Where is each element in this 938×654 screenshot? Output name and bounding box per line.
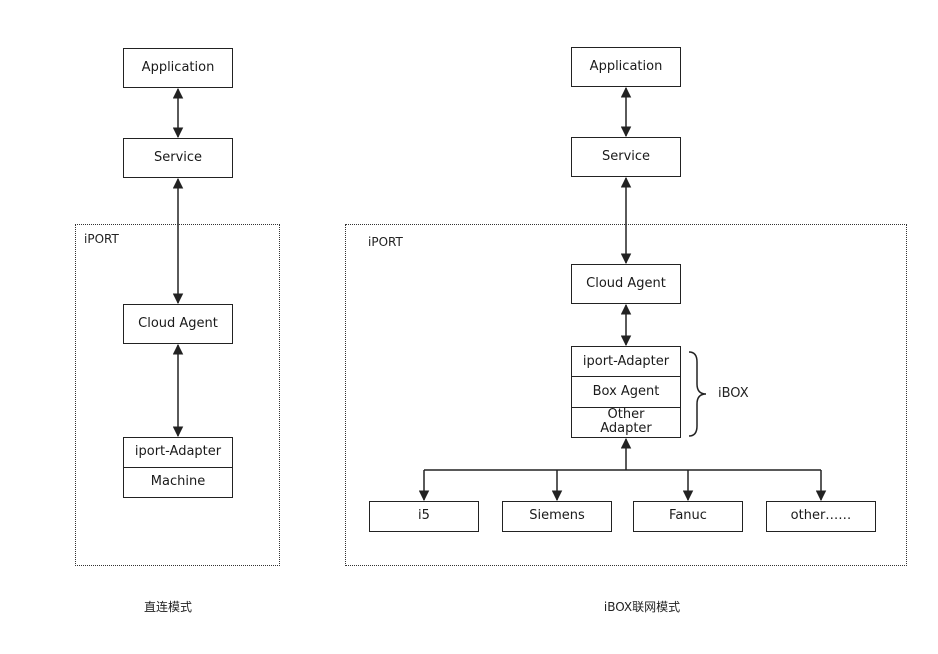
- right-cloud-agent-box: Cloud Agent: [571, 264, 681, 304]
- device-other-box: other……: [766, 501, 876, 532]
- ibox-box-agent-cell: Box Agent: [572, 377, 680, 408]
- left-iport-group: [75, 224, 280, 566]
- right-iport-label: iPORT: [368, 235, 403, 249]
- left-cloud-agent-box: Cloud Agent: [123, 304, 233, 344]
- left-application-box: Application: [123, 48, 233, 88]
- left-service-box: Service: [123, 138, 233, 178]
- device-fanuc-box: Fanuc: [633, 501, 743, 532]
- right-service-box: Service: [571, 137, 681, 177]
- left-machine-cell: Machine: [150, 474, 206, 490]
- ibox-iport-adapter-cell: iport-Adapter: [572, 347, 680, 378]
- left-iport-adapter-cell: iport-Adapter: [124, 438, 232, 468]
- device-i5-box: i5: [369, 501, 479, 532]
- ibox-other-adapter-cell: Other Adapter: [600, 407, 652, 437]
- left-caption: 直连模式: [143, 600, 192, 614]
- device-siemens-box: Siemens: [502, 501, 612, 532]
- left-adapter-stack: iport-Adapter Machine: [123, 437, 233, 498]
- right-iport-group: [345, 224, 907, 566]
- ibox-stack: iport-Adapter Box Agent Other Adapter: [571, 346, 681, 438]
- ibox-brace: [688, 351, 707, 437]
- ibox-label: iBOX: [718, 386, 749, 401]
- right-caption: iBOX联网模式: [603, 600, 681, 614]
- right-application-box: Application: [571, 47, 681, 87]
- left-iport-label: iPORT: [84, 232, 119, 246]
